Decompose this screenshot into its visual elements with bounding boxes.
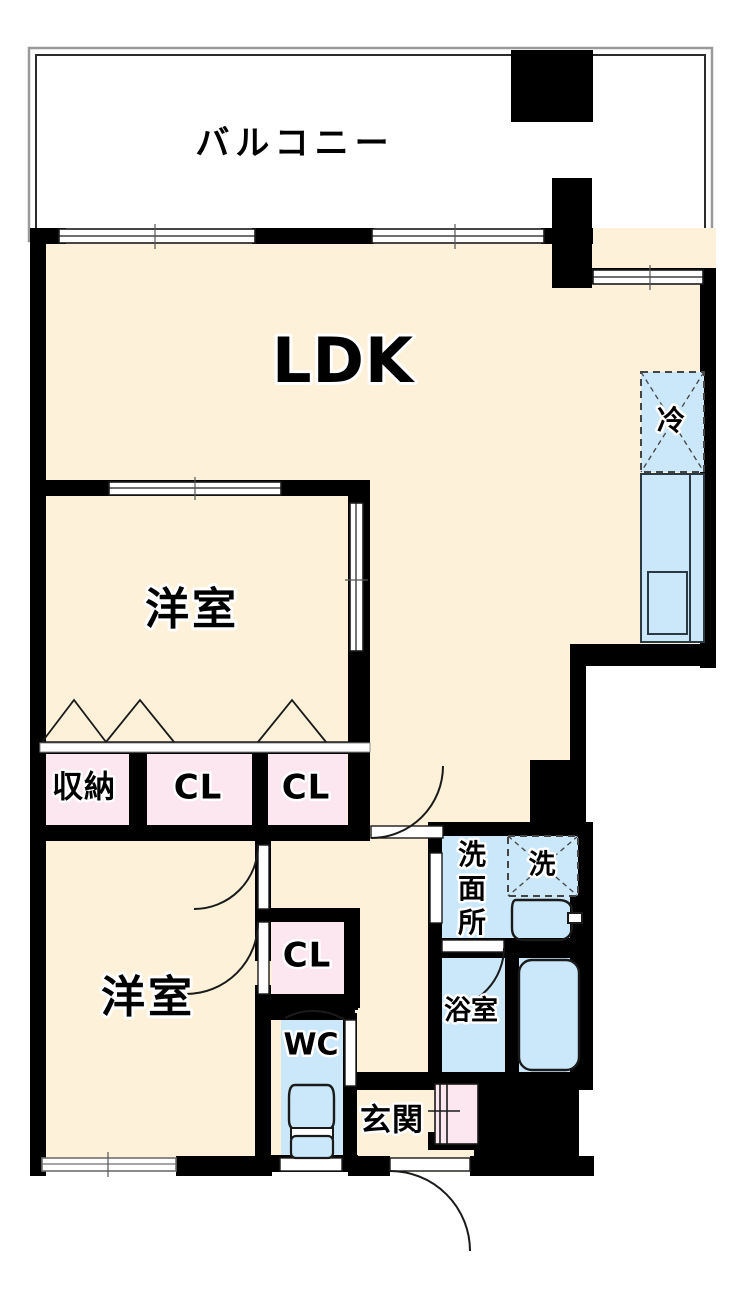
wall-kitchen-bottom bbox=[583, 644, 716, 666]
bathtub bbox=[517, 958, 581, 1072]
window-kitchen[interactable] bbox=[592, 265, 704, 290]
wall-bottom-seg-2 bbox=[348, 1156, 390, 1176]
label-washroom-char-1: 面 bbox=[458, 872, 486, 905]
fridge-x-1 bbox=[640, 371, 705, 473]
fold-symbol-1 bbox=[41, 698, 107, 743]
label-bedroom-lower: 洋室 bbox=[101, 972, 195, 1023]
label-toilet: WC bbox=[283, 1028, 338, 1063]
label-closet-1: CL bbox=[174, 768, 223, 808]
toilet-bowl bbox=[287, 1083, 336, 1160]
refrigerator-slot bbox=[640, 371, 705, 473]
storage-fill bbox=[40, 752, 129, 827]
toilet-tank bbox=[289, 1134, 335, 1160]
arc-bathroom-door bbox=[445, 947, 505, 1010]
wall-cl3-bottom bbox=[262, 994, 358, 1010]
label-bathroom: 浴室 bbox=[444, 995, 498, 1027]
closet-2-fill bbox=[268, 752, 347, 827]
label-washroom: 洗 面 所 bbox=[455, 836, 488, 942]
bathtub-outline bbox=[517, 958, 581, 1072]
label-fridge: 冷 bbox=[657, 404, 685, 437]
window-balcony-right[interactable] bbox=[371, 224, 545, 249]
wall-wc-top bbox=[271, 1010, 355, 1020]
wall-bath-right bbox=[579, 822, 593, 1090]
wall-closet-div-1 bbox=[129, 752, 147, 830]
arc-bedroom-lower-b bbox=[185, 921, 259, 995]
window-wc[interactable] bbox=[279, 1157, 343, 1172]
sliding-door-bedroom-upper[interactable] bbox=[345, 502, 368, 652]
arc-corridor-door bbox=[370, 765, 444, 839]
washer-x-2 bbox=[507, 835, 579, 897]
label-closet-3: CL bbox=[283, 936, 332, 976]
interior-floor-fill bbox=[30, 228, 716, 1172]
wall-bottom-seg-1 bbox=[176, 1156, 272, 1176]
closet-1-fill bbox=[147, 752, 252, 827]
door-bedroom-lower-b[interactable] bbox=[257, 921, 270, 995]
window-bedroom-upper[interactable] bbox=[108, 477, 282, 500]
shoe-cabinet bbox=[428, 1083, 479, 1145]
arc-wc-door bbox=[284, 1009, 346, 1021]
sliding-door-washroom[interactable] bbox=[429, 852, 443, 924]
washing-machine-slot bbox=[507, 835, 579, 897]
label-bedroom-upper: 洋室 bbox=[145, 584, 239, 635]
wall-top-middle bbox=[252, 228, 374, 244]
closet-folding-door-symbols bbox=[41, 698, 348, 743]
fridge-x-2 bbox=[640, 371, 705, 473]
label-balcony: バルコニー bbox=[195, 124, 394, 164]
label-ldk: LDK bbox=[272, 324, 415, 397]
window-bedroom-lower[interactable] bbox=[41, 1152, 177, 1177]
arc-bedroom-lower-a bbox=[193, 844, 259, 910]
closet-3-fill bbox=[272, 920, 344, 994]
column-top bbox=[511, 50, 593, 122]
fold-symbol-3 bbox=[257, 698, 327, 743]
wall-closet-band-bottom bbox=[30, 825, 370, 841]
shoe-cabinet-outline bbox=[434, 1083, 479, 1145]
wall-cl3-top bbox=[262, 908, 358, 922]
label-washer: 洗 bbox=[529, 850, 556, 881]
door-wc[interactable] bbox=[344, 1019, 357, 1087]
balcony-area bbox=[27, 46, 714, 243]
door-bedroom-lower-a[interactable] bbox=[257, 844, 270, 910]
door-bathroom[interactable] bbox=[441, 939, 505, 953]
basin-bowl bbox=[510, 898, 574, 942]
arc-entrance-door bbox=[389, 1170, 471, 1252]
label-washroom-char-2: 所 bbox=[458, 906, 486, 939]
label-entrance: 玄関 bbox=[360, 1103, 424, 1139]
label-storage: 収納 bbox=[52, 770, 116, 806]
label-washroom-char-0: 洗 bbox=[458, 838, 486, 871]
wall-left-exterior bbox=[30, 228, 46, 1172]
wall-washroom-top bbox=[428, 822, 593, 836]
wall-top-right bbox=[541, 228, 593, 244]
wall-bath-inner-divider bbox=[505, 940, 519, 1076]
wall-entrance-top bbox=[355, 1072, 439, 1090]
wall-lower-bedroom-right-b bbox=[255, 985, 271, 1175]
wall-cl3-right bbox=[344, 908, 360, 1008]
entrance-door-band[interactable] bbox=[389, 1157, 471, 1172]
door-swing-arcs bbox=[185, 765, 505, 1252]
fold-symbol-2 bbox=[105, 698, 175, 743]
closet-door-track bbox=[39, 742, 371, 753]
wall-corridor-right-upper bbox=[570, 644, 586, 774]
label-closet-2: CL bbox=[282, 768, 331, 808]
wall-bottom-seg-3 bbox=[470, 1156, 594, 1176]
wall-closet-div-2 bbox=[252, 752, 268, 830]
kitchen-counter-with-sink bbox=[640, 473, 705, 643]
basin-faucet bbox=[567, 912, 583, 924]
window-balcony-left[interactable] bbox=[58, 224, 256, 249]
kitchen-sink bbox=[647, 571, 688, 635]
balcony-outline-inner bbox=[35, 54, 706, 242]
wash-basin bbox=[510, 898, 583, 942]
